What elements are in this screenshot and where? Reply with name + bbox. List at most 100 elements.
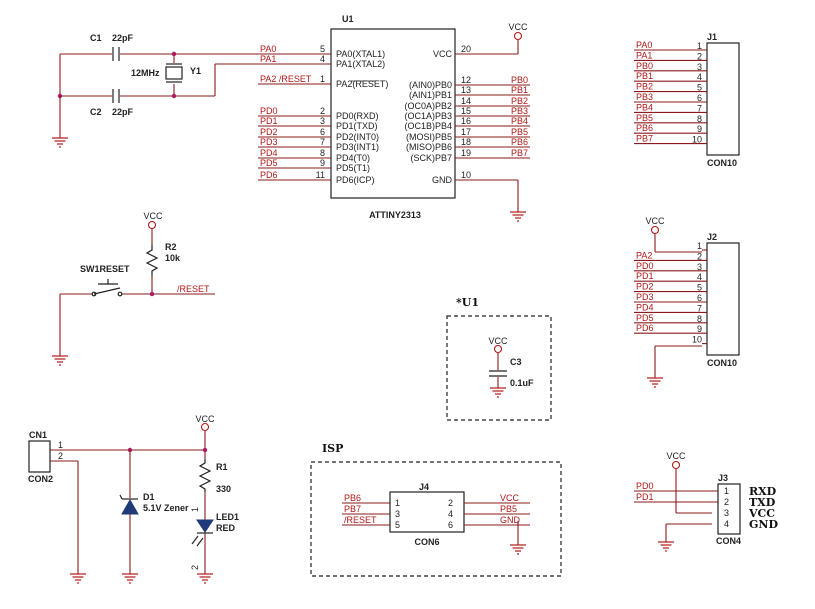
j3-function-label: VCC	[748, 507, 775, 520]
isp-right-pin: 2	[448, 498, 453, 508]
y1-ref: Y1	[190, 66, 201, 76]
u1-net-label: PD3	[260, 137, 278, 147]
reset-net-label: /RESET	[177, 284, 210, 294]
j2-net-label: PD3	[636, 292, 654, 302]
j2-vcc-label: VCC	[645, 216, 665, 226]
u1-pin-number: 7	[320, 137, 325, 147]
u1-pin-number: 13	[461, 85, 471, 95]
u1-pin-name: (SCK)PB7	[410, 153, 452, 163]
j2-pin-number: 7	[697, 303, 702, 313]
cn1-ref: CN1	[29, 430, 47, 440]
j1-ref: J1	[707, 32, 717, 42]
decoupling-block: *U1 VCC C3 0.1uF	[446, 296, 552, 421]
reset-circuit: VCC R2 10k SW1RESET /RESET	[51, 211, 215, 366]
u1-pin-name: (MISO)PB6	[406, 142, 452, 152]
led1-ref: LED1	[216, 512, 239, 522]
j3-net-label: PD1	[636, 492, 654, 502]
u1-pin-number: 6	[320, 127, 325, 137]
u1-net-label: PB0	[511, 75, 528, 85]
u1-pin-name: (OC1A)PB3	[404, 111, 452, 121]
isp-title: ISP	[322, 442, 343, 455]
j1-pin-number: 9	[697, 124, 702, 134]
j3-vcc-label: VCC	[666, 451, 686, 461]
j2-pin-number: 9	[697, 324, 702, 334]
j1-net-label: PA1	[636, 50, 652, 60]
u1-pin-name: PD3(INT1)	[336, 142, 379, 152]
r1-vcc-label: VCC	[195, 414, 215, 424]
u1-net-label: PD6	[260, 170, 278, 180]
u1-pin-name: PD4(T0)	[336, 153, 370, 163]
u1-pin-number: 16	[461, 116, 471, 126]
u1-pin-number: 11	[316, 170, 325, 180]
j1-pin-number: 6	[697, 93, 702, 103]
j1-net-label: PA0	[636, 40, 652, 50]
j2-pin-number: 10	[692, 335, 702, 345]
j1-body	[706, 42, 740, 156]
c2-ref: C2	[90, 107, 102, 117]
isp-right-pin: 6	[448, 520, 453, 530]
u1-pin-name: (MOSI)PB5	[406, 132, 452, 142]
u1-body	[330, 28, 456, 199]
isp-left-net: /RESET	[344, 515, 377, 525]
u1-vcc: VCC	[455, 22, 528, 55]
j2-pin-number: 1	[697, 241, 702, 251]
j3-net-label: PD0	[636, 481, 654, 491]
j2-body	[706, 242, 740, 356]
j2-pin-number: 6	[697, 293, 702, 303]
u1-pin-number: 20	[461, 44, 471, 54]
j1-pin-number: 7	[697, 103, 702, 113]
j1-part: CON10	[707, 158, 737, 168]
u1-pin-name: PD2(INT0)	[336, 132, 379, 142]
c3-vcc-label: VCC	[488, 336, 508, 346]
j3-function-label: GND	[749, 518, 778, 531]
j2-net-label: PD2	[636, 282, 654, 292]
j1-pin-number: 3	[697, 62, 702, 72]
j1-net-label: PB1	[636, 71, 653, 81]
u1-net-label: PB6	[511, 137, 528, 147]
isp-right-net: PB5	[500, 504, 517, 514]
u1-net-label: PA1	[260, 54, 276, 64]
j1-pin-number: 2	[697, 51, 702, 61]
u1-net-label: PD1	[260, 116, 278, 126]
j3-pin-number: 1	[724, 486, 729, 496]
u1-part: ATTINY2313	[369, 210, 421, 220]
u1-net-label: PD2	[260, 127, 278, 137]
u1-pin-number: 12	[461, 75, 471, 85]
u1-net-label: PB1	[511, 85, 528, 95]
u1-net-label: PA0	[260, 44, 276, 54]
d1-val: 5.1V Zener	[143, 503, 189, 513]
u1-pin-name: PD0(RXD)	[336, 111, 379, 121]
j3-pin-number: 3	[724, 508, 729, 518]
d1-ref: D1	[143, 492, 155, 502]
j4-ref: J4	[419, 482, 429, 492]
isp-left-pin: 1	[395, 498, 400, 508]
u1-pin-name: PD5(T1)	[336, 163, 370, 173]
isp-right-pin: 4	[448, 509, 453, 519]
u1-pin-number: 8	[320, 148, 325, 158]
led1-pin1: 1	[190, 507, 200, 512]
u1-net-label: PB5	[511, 127, 528, 137]
j1-connector: J1 CON10 1PA02PA13PB04PB15PB26PB37PB48PB…	[634, 32, 740, 168]
u1-pin-name: (AIN1)PB1	[409, 90, 452, 100]
u1-net-label: PB4	[511, 116, 528, 126]
u1-pin-name: PA1(XTAL2)	[336, 59, 385, 69]
cn1-body	[28, 440, 51, 473]
j1-pin-number: 1	[697, 41, 702, 51]
crystal-circuit: C1 22pF C2 22pF 12MHz Y1	[51, 33, 320, 148]
j3-pin-number: 4	[724, 519, 729, 529]
vcc-label: VCC	[508, 22, 528, 32]
isp-left-net: PB6	[344, 493, 361, 503]
j1-net-label: PB0	[636, 61, 653, 71]
u1-net-label: PB7	[511, 148, 528, 158]
u1-pin-number: 19	[461, 148, 471, 158]
j2-net-label: PD6	[636, 323, 654, 333]
reset-vcc-label: VCC	[143, 211, 163, 221]
r2-ref: R2	[165, 242, 177, 252]
c3-ref: C3	[510, 357, 522, 367]
u1-pin-name: PA0(XTAL1)	[336, 49, 385, 59]
isp-left-pin: 5	[395, 520, 400, 530]
